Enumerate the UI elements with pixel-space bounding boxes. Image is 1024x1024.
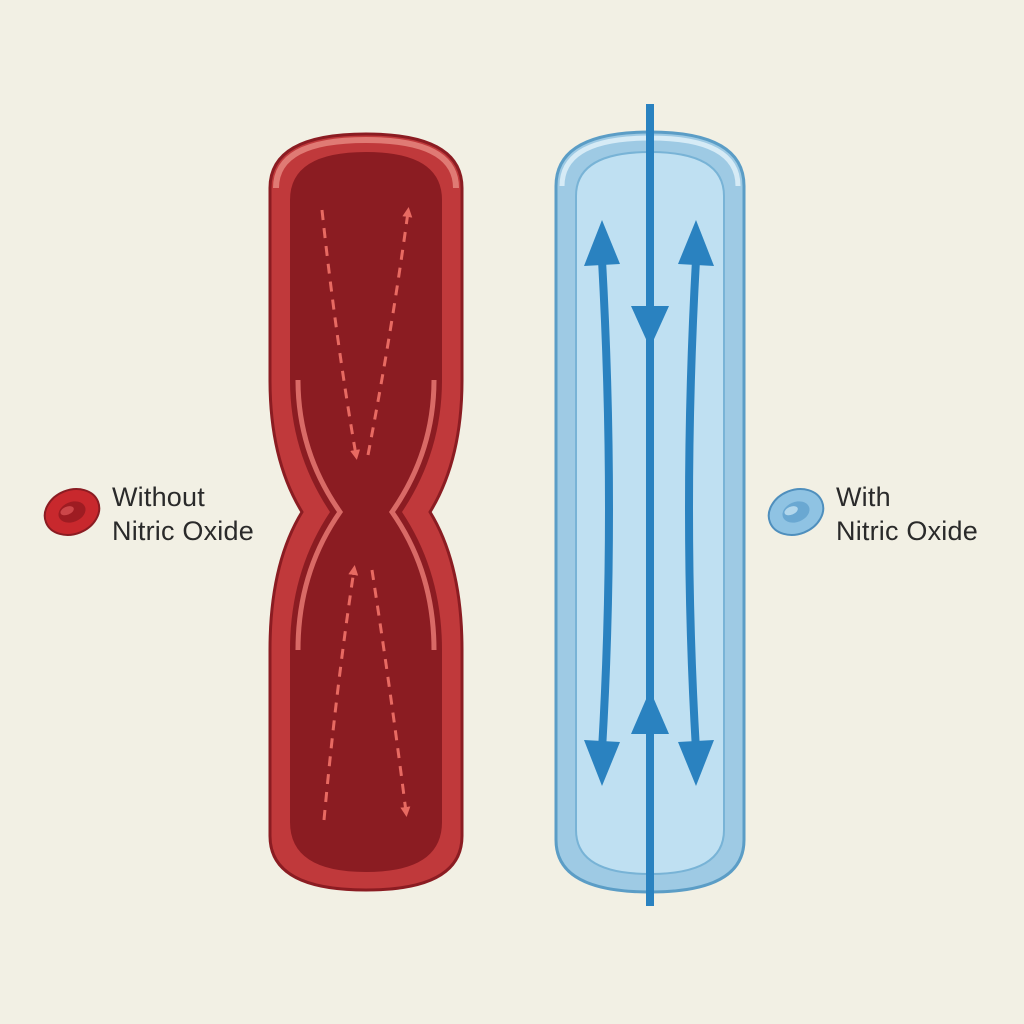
red-blood-cell-icon [43,488,101,536]
constricted-vessel [268,132,464,892]
central-arrowhead-down [631,306,669,348]
flow-arrow-left [598,259,613,751]
flow-arrow-down-bottom [370,569,411,817]
with-label-line2: Nitric Oxide [836,516,978,546]
blue-blood-cell-icon [767,488,825,536]
without-nitric-oxide-label: Without Nitric Oxide [112,480,254,548]
flow-arrow-right [685,259,700,751]
central-arrowhead-up [631,690,669,734]
without-label-line1: Without [112,482,205,512]
flow-arrow-up-top [366,207,413,456]
constricted-vessel-rim [273,136,459,189]
with-nitric-oxide-label: With Nitric Oxide [836,480,978,548]
constricted-vessel-lumen [290,152,442,872]
flow-arrow-up-bottom [322,565,359,821]
without-label-line2: Nitric Oxide [112,516,254,546]
flow-arrow-down-top [320,209,361,460]
dilated-vessel [554,104,746,906]
with-label-line1: With [836,482,891,512]
